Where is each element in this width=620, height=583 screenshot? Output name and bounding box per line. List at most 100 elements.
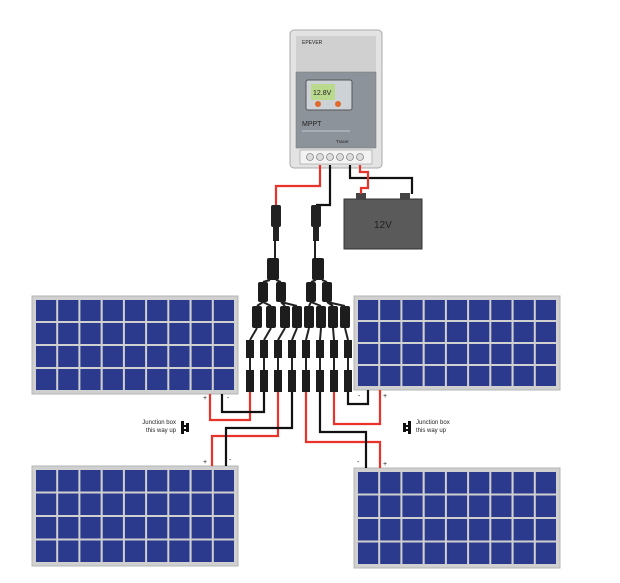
solar-panel-bottom-left — [31, 465, 239, 567]
solar-cell — [358, 300, 379, 320]
solar-cell — [402, 542, 423, 564]
solar-cell — [213, 300, 234, 321]
solar-cell — [169, 540, 190, 562]
solar-cell — [58, 346, 79, 367]
solar-cell — [147, 540, 168, 562]
solar-cell — [491, 322, 512, 342]
solar-cell — [513, 472, 534, 494]
solar-cell — [147, 470, 168, 492]
solar-cell — [380, 495, 401, 517]
solar-cell — [191, 540, 212, 562]
solar-cell — [36, 369, 57, 390]
controller-button-right[interactable] — [335, 101, 341, 107]
solar-cell — [191, 470, 212, 492]
solar-cell — [124, 323, 146, 344]
solar-cell — [169, 369, 190, 390]
branch-links — [249, 241, 349, 370]
solar-cell — [380, 344, 401, 364]
y-branch-connectors — [246, 258, 352, 392]
junction-box-icon — [403, 421, 411, 434]
solar-cell — [513, 495, 534, 517]
polarity-negative-br: - — [357, 459, 360, 466]
solar-cell — [36, 470, 57, 492]
solar-cell — [446, 542, 468, 564]
solar-cell — [169, 470, 190, 492]
panel-wires — [208, 390, 382, 468]
solar-cell — [169, 493, 190, 515]
controller-screen-text: 12.8V — [313, 90, 332, 97]
solar-cell — [102, 346, 123, 367]
solar-cell — [147, 346, 168, 367]
solar-cell — [424, 542, 445, 564]
solar-cell — [402, 322, 423, 342]
solar-cell — [80, 346, 101, 367]
solar-cell — [124, 517, 146, 539]
solar-cell — [102, 493, 123, 515]
solar-cell — [469, 542, 490, 564]
solar-cell — [380, 542, 401, 564]
solar-cell — [36, 540, 57, 562]
solar-cell — [535, 344, 556, 364]
solar-cell — [358, 472, 379, 494]
solar-cell — [380, 366, 401, 386]
solar-cell — [358, 519, 379, 541]
battery-label: 12V — [374, 220, 392, 231]
solar-cell — [58, 369, 79, 390]
solar-cell — [102, 323, 123, 344]
solar-cell — [58, 470, 79, 492]
solar-cell — [469, 366, 490, 386]
solar-cell — [535, 472, 556, 494]
solar-cell — [513, 519, 534, 541]
polarity-negative-bl: - — [229, 457, 232, 464]
solar-cell — [191, 369, 212, 390]
junction-box-icon — [181, 421, 189, 434]
solar-cell — [147, 493, 168, 515]
solar-cell — [446, 300, 468, 320]
solar-cell — [491, 495, 512, 517]
solar-cell — [102, 369, 123, 390]
solar-cell — [213, 323, 234, 344]
solar-cell — [358, 495, 379, 517]
solar-cell — [469, 344, 490, 364]
solar-cell — [58, 517, 79, 539]
solar-cell — [124, 369, 146, 390]
polarity-negative-tl: - — [227, 395, 230, 402]
solar-cell — [491, 300, 512, 320]
solar-cell — [80, 540, 101, 562]
solar-cell — [191, 517, 212, 539]
solar-cell — [513, 322, 534, 342]
controller-button-left[interactable] — [315, 101, 321, 107]
solar-cell — [58, 300, 79, 321]
junction-note-right-line1: Junction box — [416, 420, 450, 426]
solar-cell — [102, 517, 123, 539]
solar-cell — [213, 540, 234, 562]
solar-cell — [124, 346, 146, 367]
solar-cell — [402, 519, 423, 541]
solar-cell — [358, 322, 379, 342]
solar-cell — [191, 346, 212, 367]
solar-cell — [402, 366, 423, 386]
controller-model: Tracer — [336, 139, 349, 144]
polarity-marks: + - + - + - + - — [203, 393, 387, 468]
solar-cell — [58, 323, 79, 344]
solar-cell — [124, 493, 146, 515]
mc4-connectors — [271, 205, 321, 241]
solar-cell — [469, 472, 490, 494]
junction-note-right-line2: this way up — [416, 428, 447, 434]
solar-cell — [424, 322, 445, 342]
solar-cell — [380, 519, 401, 541]
solar-cell — [446, 366, 468, 386]
solar-cell — [58, 493, 79, 515]
solar-cell — [469, 300, 490, 320]
solar-cell — [80, 517, 101, 539]
battery-wires — [348, 165, 414, 194]
solar-cell — [58, 540, 79, 562]
solar-cell — [380, 300, 401, 320]
controller-terminals — [306, 153, 364, 161]
solar-panel-bottom-right — [353, 467, 561, 569]
junction-note-right: Junction box this way up — [403, 420, 450, 434]
solar-cell — [424, 344, 445, 364]
solar-cell — [147, 369, 168, 390]
solar-cell — [36, 346, 57, 367]
